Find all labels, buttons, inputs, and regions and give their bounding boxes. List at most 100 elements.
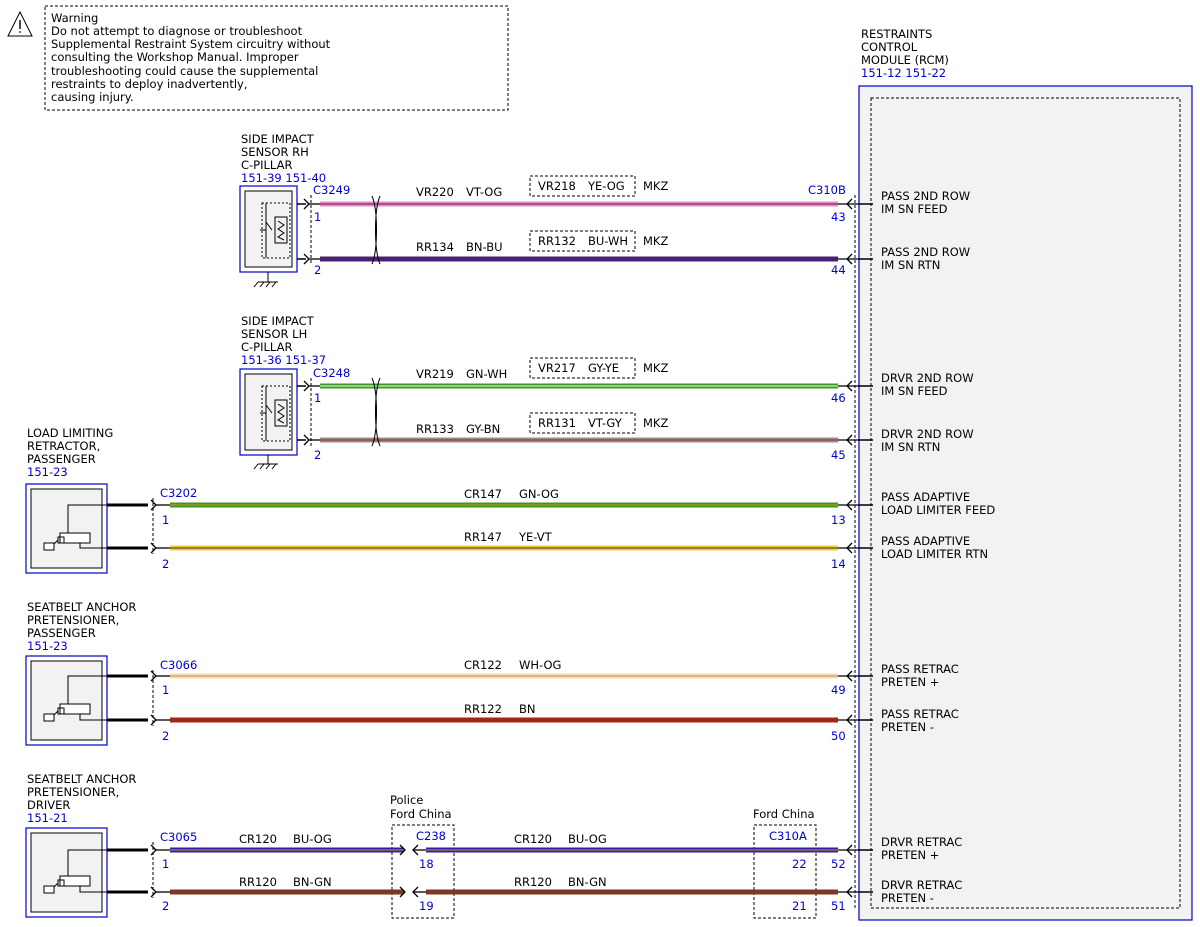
color-label: VT-OG — [466, 185, 502, 199]
component-label: SEATBELT ANCHOR — [27, 600, 136, 614]
signal-label: LOAD LIMITER RTN — [881, 547, 988, 561]
color-label: BN-GN — [293, 875, 332, 889]
connector-label[interactable]: C310A — [769, 829, 807, 843]
sensor-switch-icon — [260, 202, 291, 259]
color-label: BU-OG — [568, 832, 607, 846]
component-label: PASSENGER — [27, 452, 96, 466]
pin: 1 — [162, 683, 169, 697]
connector-label[interactable]: C3248 — [313, 366, 350, 380]
pin: 51 — [831, 899, 846, 913]
warning-line: troubleshooting could cause the suppleme… — [51, 64, 318, 78]
ground-icon — [253, 455, 278, 470]
alt-circuit-box — [529, 175, 636, 197]
variant-label: MKZ — [643, 179, 668, 193]
ground-icon — [253, 272, 278, 288]
component-refs[interactable]: 151-21 — [27, 811, 68, 825]
pin: 2 — [314, 448, 321, 462]
component-label: RETRACTOR, — [27, 439, 100, 453]
arrow-icon — [838, 198, 858, 898]
pin: 22 — [792, 857, 807, 871]
seatbelt-anchor-pretensioner-passenger[interactable] — [25, 655, 108, 746]
component-refs[interactable]: 151-23 — [27, 639, 68, 653]
signal-label: PRETEN - — [881, 891, 934, 905]
warning-title: Warning — [51, 11, 98, 25]
connector-label[interactable]: C3249 — [313, 183, 350, 197]
connector-label[interactable]: C310B — [808, 183, 846, 197]
signal-label: IM SN RTN — [881, 440, 940, 454]
circuit-label: RR147 — [464, 530, 502, 544]
circuit-label: RR120 — [239, 875, 277, 889]
alt-color-label: VT-GY — [588, 416, 623, 430]
connector-label[interactable]: C238 — [416, 829, 446, 843]
pin: 49 — [831, 683, 846, 697]
pin: 1 — [162, 857, 169, 871]
circuit-label: RR134 — [416, 240, 454, 254]
color-label: GY-BN — [466, 422, 500, 436]
circuit-label: RR120 — [514, 875, 552, 889]
component-label: LOAD LIMITING — [27, 426, 113, 440]
rcm-module[interactable] — [858, 85, 1193, 921]
pin: 1 — [162, 513, 169, 527]
warning-box — [44, 5, 509, 111]
pretensioner-icon — [43, 504, 108, 551]
component-label: C-PILLAR — [241, 340, 292, 354]
rcm-refs[interactable]: 151-12 151-22 — [861, 66, 946, 80]
pin: 18 — [419, 857, 434, 871]
component-refs[interactable]: 151-23 — [27, 465, 68, 479]
pretensioner-icon — [43, 675, 108, 722]
variant-label: MKZ — [643, 416, 668, 430]
warning-line: Supplemental Restraint System circuitry … — [51, 37, 331, 51]
warning-line: Do not attempt to diagnose or troublesho… — [51, 24, 303, 38]
alt-circuit-box — [529, 412, 636, 434]
pin: 43 — [831, 210, 846, 224]
color-label: WH-OG — [519, 658, 561, 672]
side-impact-sensor-lh[interactable] — [239, 368, 298, 456]
circuit-label: RR133 — [416, 422, 454, 436]
variant-label: MKZ — [643, 361, 668, 375]
alt-circuit-label: RR131 — [538, 416, 576, 430]
circuit-label: RR122 — [464, 702, 502, 716]
color-label: GN-WH — [466, 367, 507, 381]
warning-line: consulting the Workshop Manual. Improper — [51, 50, 299, 64]
connector-label[interactable]: C3066 — [160, 658, 197, 672]
signal-label: DRVR RETRAC — [881, 835, 962, 849]
pin: 45 — [831, 448, 846, 462]
rcm-title: RESTRAINTS — [861, 27, 932, 41]
component-label: SEATBELT ANCHOR — [27, 772, 136, 786]
inline-label: Ford China — [753, 807, 815, 821]
component-refs[interactable]: 151-39 151-40 — [241, 171, 326, 185]
color-label: GN-OG — [519, 487, 559, 501]
circuit-label: VR219 — [416, 367, 454, 381]
connector-label[interactable]: C3065 — [160, 830, 197, 844]
connector-label[interactable]: C3202 — [160, 486, 197, 500]
signal-label: IM SN FEED — [881, 202, 948, 216]
c310a-dashed-box[interactable] — [753, 824, 817, 919]
signal-label: IM SN FEED — [881, 384, 948, 398]
pin: 46 — [831, 391, 846, 405]
signal-label: PASS RETRAC — [881, 662, 959, 676]
color-label: BN — [519, 702, 536, 716]
component-label: PASSENGER — [27, 626, 96, 640]
twisted-pair-icon — [371, 377, 381, 447]
component-label: PRETENSIONER, — [27, 785, 119, 799]
component-label: SIDE IMPACT — [241, 132, 315, 146]
c238-dashed-box[interactable] — [391, 824, 455, 919]
component-stubs — [107, 203, 873, 894]
circuit-label: CR120 — [239, 832, 277, 846]
variant-label: MKZ — [643, 234, 668, 248]
side-impact-sensor-rh[interactable] — [239, 185, 298, 273]
wire-labels: VR220 VT-OG VR218 YE-OG MKZ RR134 BN-BU … — [239, 175, 668, 889]
load-limiting-retractor[interactable] — [25, 483, 108, 574]
rcm-title: CONTROL — [861, 40, 918, 54]
seatbelt-anchor-pretensioner-driver[interactable] — [25, 827, 108, 918]
component-refs[interactable]: 151-36 151-37 — [241, 353, 326, 367]
wires — [170, 201, 838, 895]
alt-circuit-label: VR217 — [538, 361, 576, 375]
pretensioner-icon — [43, 849, 108, 894]
signal-label: DRVR 2ND ROW — [881, 427, 974, 441]
signal-label: PASS RETRAC — [881, 707, 959, 721]
pin: 13 — [831, 513, 846, 527]
color-label: BU-OG — [293, 832, 332, 846]
signal-label: PRETEN + — [881, 675, 939, 689]
